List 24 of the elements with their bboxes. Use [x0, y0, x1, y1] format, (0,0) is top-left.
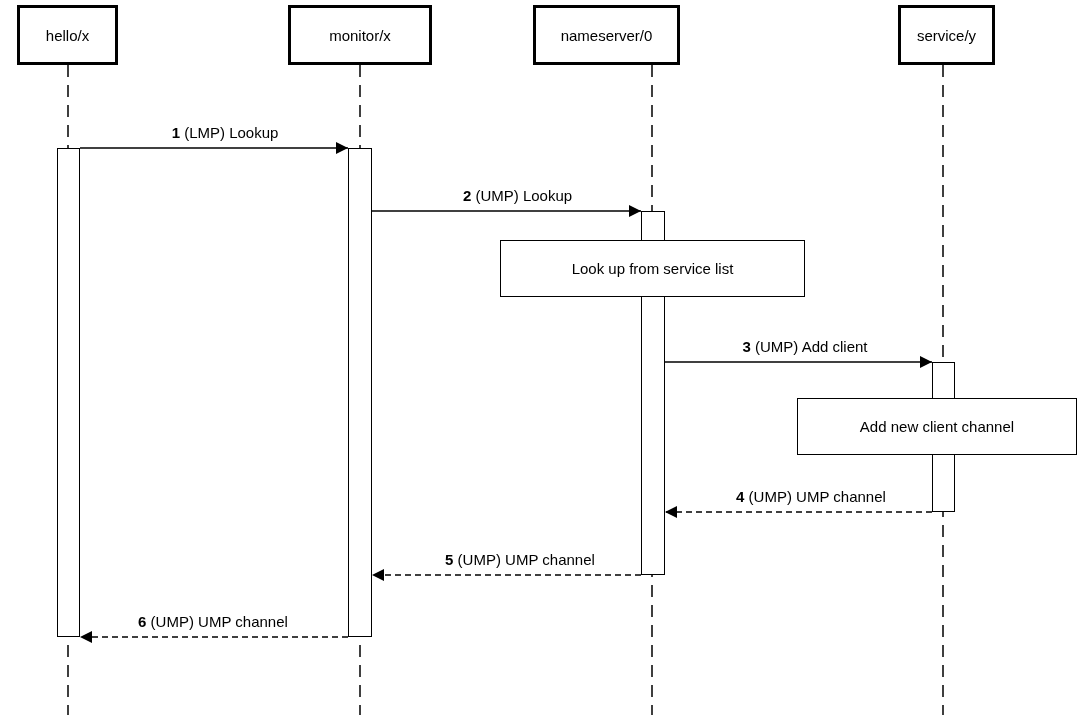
- message-label: 3 (UMP) Add client: [741, 338, 869, 355]
- message-arrow: [664, 506, 933, 518]
- note-box: Add new client channel: [797, 398, 1077, 455]
- message-label: 6 (UMP) UMP channel: [137, 613, 289, 630]
- activation-bar: [57, 148, 80, 637]
- note-box: Look up from service list: [500, 240, 805, 297]
- message-arrow: [79, 631, 349, 643]
- message-arrow: [79, 142, 349, 154]
- message-label: 1 (LMP) Lookup: [170, 124, 280, 141]
- activation-bar: [348, 148, 372, 637]
- message-arrow: [371, 569, 642, 581]
- participant-box: hello/x: [17, 5, 118, 65]
- activation-bar: [641, 296, 665, 575]
- message-label: 4 (UMP) UMP channel: [735, 488, 887, 505]
- activation-bar: [641, 211, 665, 241]
- message-arrow: [664, 356, 933, 368]
- activation-bar: [932, 362, 955, 399]
- message-label: 2 (UMP) Lookup: [461, 187, 574, 204]
- message-arrow: [371, 205, 642, 217]
- participant-box: nameserver/0: [533, 5, 680, 65]
- message-label: 5 (UMP) UMP channel: [444, 551, 596, 568]
- activation-bar: [932, 454, 955, 512]
- participant-box: service/y: [898, 5, 995, 65]
- participant-box: monitor/x: [288, 5, 432, 65]
